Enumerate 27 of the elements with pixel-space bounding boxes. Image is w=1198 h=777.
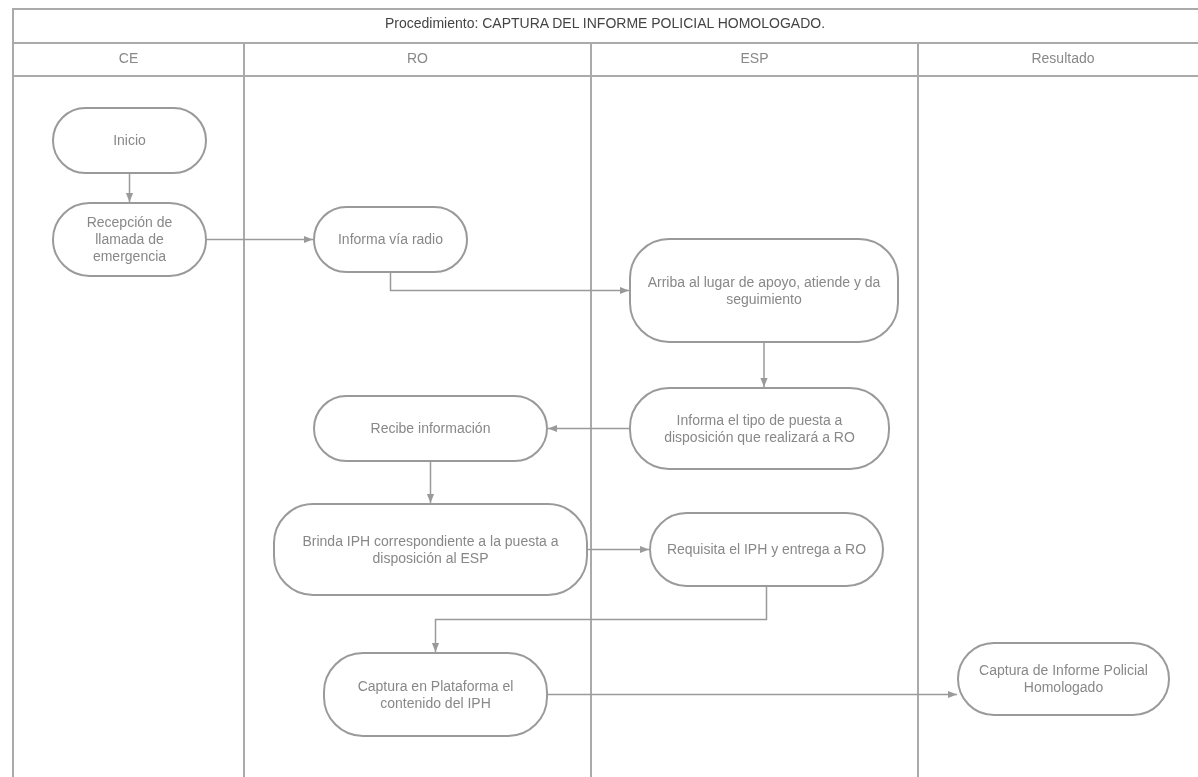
arrow — [125, 173, 134, 203]
step-text: Inicio — [112, 132, 147, 149]
process-box — [629, 238, 899, 343]
step-text: Brinda IPH correspondiente a la puesta a disposición al ESP — [301, 532, 560, 567]
lane-header: ESP — [739, 49, 770, 68]
lane-header: CE — [117, 49, 140, 68]
step-text: Captura de Informe Policial Homologado — [978, 662, 1149, 696]
step-text: Recepción de llamada de emergencia — [85, 214, 174, 265]
arrow — [206, 235, 314, 244]
arrow — [587, 545, 650, 554]
step-text: Informa vía radio — [336, 231, 445, 248]
arrow — [547, 690, 958, 699]
arrow — [431, 586, 768, 653]
swimlane — [243, 42, 590, 777]
arrow — [426, 461, 435, 504]
step-text: Arriba al lugar de apoyo, atiende y da seguimiento — [646, 273, 882, 308]
lane-header: RO — [406, 49, 429, 68]
step-text: Recibe información — [369, 420, 492, 437]
process-box — [273, 503, 588, 596]
step-text: Captura en Plataforma el contenido del IPH — [356, 677, 515, 712]
step-text: Informa el tipo de puesta a disposición que realizará a RO — [663, 411, 856, 446]
diagram-title: Procedimiento: CAPTURA DEL INFORME POLICIAL HOMOLOGADO. — [383, 15, 827, 31]
arrow — [760, 342, 768, 388]
step-text: Requisita el IPH y entrega a RO — [665, 541, 868, 558]
arrow — [389, 272, 630, 295]
arrow — [547, 424, 630, 433]
lane-header: Resultado — [1030, 49, 1096, 68]
